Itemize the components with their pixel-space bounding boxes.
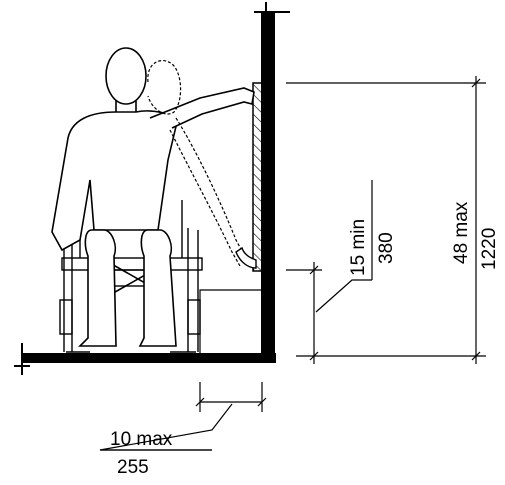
person-leg-right bbox=[138, 229, 177, 347]
dim-reach-high bbox=[286, 76, 486, 364]
person-head bbox=[105, 47, 147, 105]
person-leg-left bbox=[78, 229, 117, 347]
seated-person bbox=[51, 47, 255, 347]
wall bbox=[261, 12, 275, 362]
hand-low bbox=[235, 246, 257, 269]
dim-obstruction-label-bottom: 255 bbox=[117, 457, 149, 478]
wall-break-mark bbox=[254, 2, 290, 24]
dim-reach-low-label-top: 15 min bbox=[348, 219, 369, 276]
dim-reach-low-label-bottom: 380 bbox=[376, 232, 397, 264]
wheelchair bbox=[59, 200, 203, 353]
person-neck bbox=[115, 100, 137, 112]
floor-slab bbox=[22, 353, 276, 363]
floor-break-mark bbox=[14, 343, 30, 375]
dim-obstruction bbox=[99, 382, 267, 451]
dim-obstruction-label-top: 10 max bbox=[110, 429, 173, 450]
wall-mounted-element bbox=[252, 82, 263, 272]
alternate-reach-position bbox=[147, 60, 255, 271]
person-reaching-arm bbox=[149, 87, 255, 129]
dim-reach-high-label-top: 48 max bbox=[451, 201, 472, 264]
dim-reach-high-label-bottom: 1220 bbox=[479, 228, 500, 270]
obstruction-box bbox=[199, 289, 262, 353]
person-torso bbox=[51, 110, 179, 252]
dim-reach-low bbox=[286, 180, 373, 364]
